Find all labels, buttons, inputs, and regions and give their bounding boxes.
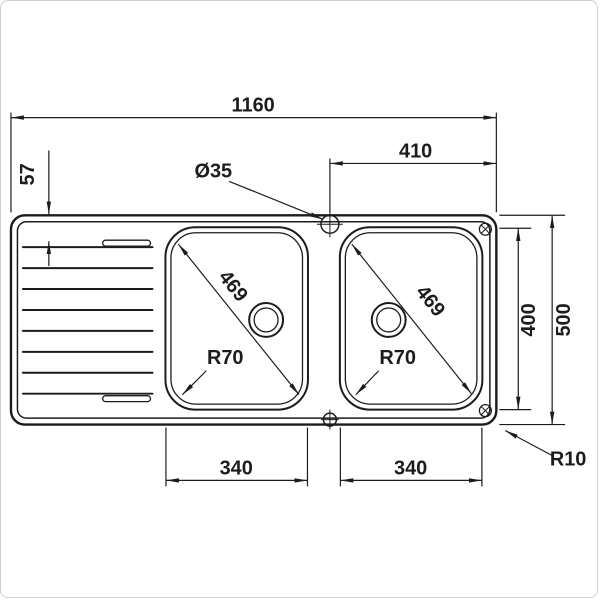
bottom-notch: [320, 409, 339, 430]
dim-left-bowl-width-label: 340: [220, 457, 253, 479]
dim-right-offset: 410: [329, 140, 497, 213]
dim-right-offset-label: 410: [399, 140, 432, 162]
dim-bowl-depth-label: 400: [518, 303, 540, 336]
dim-right-bowl-diagonal: 469: [351, 243, 472, 395]
dim-left-bowl-radius: R70: [181, 347, 244, 396]
dim-overall-depth-label: 500: [553, 303, 575, 336]
dim-left-bowl-width: 340: [165, 427, 309, 487]
dim-tap-hole: Ø35: [194, 160, 324, 220]
dim-right-bowl-width-label: 340: [394, 457, 427, 479]
dim-edge-to-ribs-label: 57: [17, 163, 39, 185]
dim-left-bowl-diagonal-label: 469: [214, 266, 252, 306]
left-bowl-outer: [164, 226, 309, 411]
leader-line: [505, 430, 553, 457]
tap-hole: [316, 211, 343, 238]
drainboard-clip: [102, 395, 152, 403]
drainboard-clip: [102, 239, 152, 247]
leader-line: [229, 180, 324, 220]
dim-overall-width-label: 1160: [232, 95, 275, 117]
dim-right-bowl-radius-label: R70: [379, 347, 416, 369]
leader-line: [181, 370, 207, 396]
dim-left-bowl-radius-label: R70: [207, 347, 244, 369]
dim-right-bowl-width: 340: [339, 427, 483, 487]
right-bowl-outer: [338, 226, 484, 411]
dim-tap-hole-label: Ø35: [194, 160, 232, 182]
screw-cross: [480, 405, 491, 416]
sink-outline: [9, 214, 498, 426]
dim-bowl-depth: 400: [499, 227, 540, 411]
dim-edge-to-ribs: 57: [17, 150, 52, 267]
drainboard-ribs: [21, 239, 154, 403]
leader-line: [355, 370, 380, 396]
left-drain-inner: [253, 307, 279, 333]
dim-right-bowl-diagonal-label: 469: [411, 281, 449, 321]
dim-outer-corner-radius: R10: [505, 430, 587, 470]
right-bowl-inner: [344, 232, 478, 405]
dim-overall-width: 1160: [10, 95, 497, 213]
left-bowl-inner: [170, 232, 304, 405]
dim-outer-corner-radius-label: R10: [550, 448, 587, 470]
right-drain-inner: [376, 307, 402, 333]
screw-circle: [478, 222, 493, 236]
dim-left-bowl-diagonal: 469: [177, 243, 300, 396]
dim-overall-depth: 500: [499, 214, 575, 426]
dimension-line: [351, 243, 472, 395]
screw-cross: [480, 224, 491, 235]
sink-inner-rim: [16, 221, 491, 419]
screw-circle: [478, 404, 493, 418]
corner-screw-top-right: [478, 222, 493, 236]
dimension-line: [177, 243, 300, 396]
sink-outer-rim: [9, 214, 498, 426]
corner-screw-bottom-right: [478, 404, 493, 418]
dim-right-bowl-radius: R70: [355, 347, 416, 396]
